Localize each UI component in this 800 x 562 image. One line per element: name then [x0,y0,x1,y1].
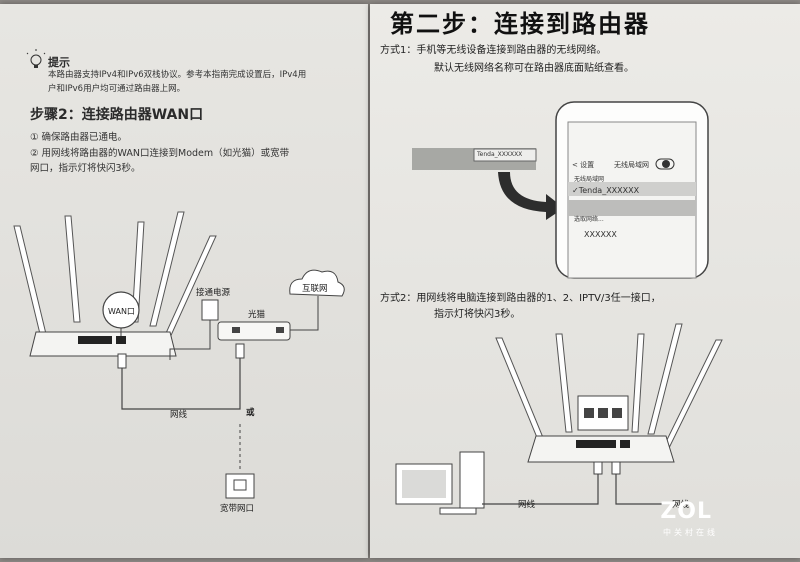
step-item-1: ① 确保路由器已通电。 [30,132,128,143]
tip-title: 提示 [48,56,70,69]
sticker-text: Tenda_XXXXXX [477,151,523,158]
power-label: 接通电源 [196,288,231,298]
step-item-2-cont: 网口，指示灯将快闪3秒。 [30,163,141,174]
port-label: 宽带网口 [220,504,255,514]
wan-label: WAN口 [108,307,135,316]
cable-right-label: 网线 [672,500,690,510]
page-title: 第二步：连接到路由器 [390,10,650,38]
step-item-2: ② 用网线将路由器的WAN口连接到Modem（如光猫）或宽带 [30,148,290,159]
phone-wlan: 无线局域网 [574,176,605,183]
lightbulb-icon [26,49,46,68]
cable-left-label: 网线 [518,500,536,510]
phone-connected: ✓Tenda_XXXXXX [572,186,640,195]
tip-text-line-2: 户和IPv6用户均可通过路由器上网。 [48,84,186,94]
modem-label: 光猫 [248,310,266,320]
router-illustration-left [13,211,217,357]
router-illustration-right [495,323,723,463]
modem-device [217,321,291,341]
phone-header: 无线局域网 [614,161,649,169]
phone-choose: 选取网络... [574,216,604,223]
cable-label: 网线 [170,410,188,420]
internet-label: 互联网 [302,284,328,294]
phone-back: < 设置 [572,161,595,169]
watermark-sub: 中关村在线 [663,528,718,537]
method1-line2: 默认无线网络名称可在路由器底面贴纸查看。 [434,63,634,74]
wall-port [225,473,255,499]
internet-cloud [289,269,345,297]
tip-text-line-1: 本路由器支持IPv4和IPv6双栈协议。参考本指南完成设置后，IPv4用 [48,70,307,80]
phone-other: XXXXXX [584,230,617,239]
method2-line2: 指示灯将快闪3秒。 [434,309,521,320]
left-diagram [13,49,345,499]
method2-line1: 方式2：用网线将电脑连接到路由器的1、2、IPTV/3任一接口， [380,293,661,304]
arrow-icon [498,172,564,220]
step-title: 步骤2：连接路由器WAN口 [30,107,204,123]
or-label: 或 [246,408,255,418]
tip-text: 本路由器支持IPv4和IPv6双栈协议。参考本指南完成设置后，IPv4用 户和I… [48,68,348,96]
pc-tower [459,451,485,509]
left-page: 提示 本路由器支持IPv4和IPv6双栈协议。参考本指南完成设置后，IPv4用 … [0,4,368,558]
watermark-brand: ZOL [660,499,712,524]
right-page: 第二步：连接到路由器 方式1：手机等无线设备连接到路由器的无线网络。 默认无线网… [370,4,800,558]
power-adapter [201,299,219,321]
method1-line1: 方式1：手机等无线设备连接到路由器的无线网络。 [380,45,607,56]
right-diagram [395,101,723,515]
